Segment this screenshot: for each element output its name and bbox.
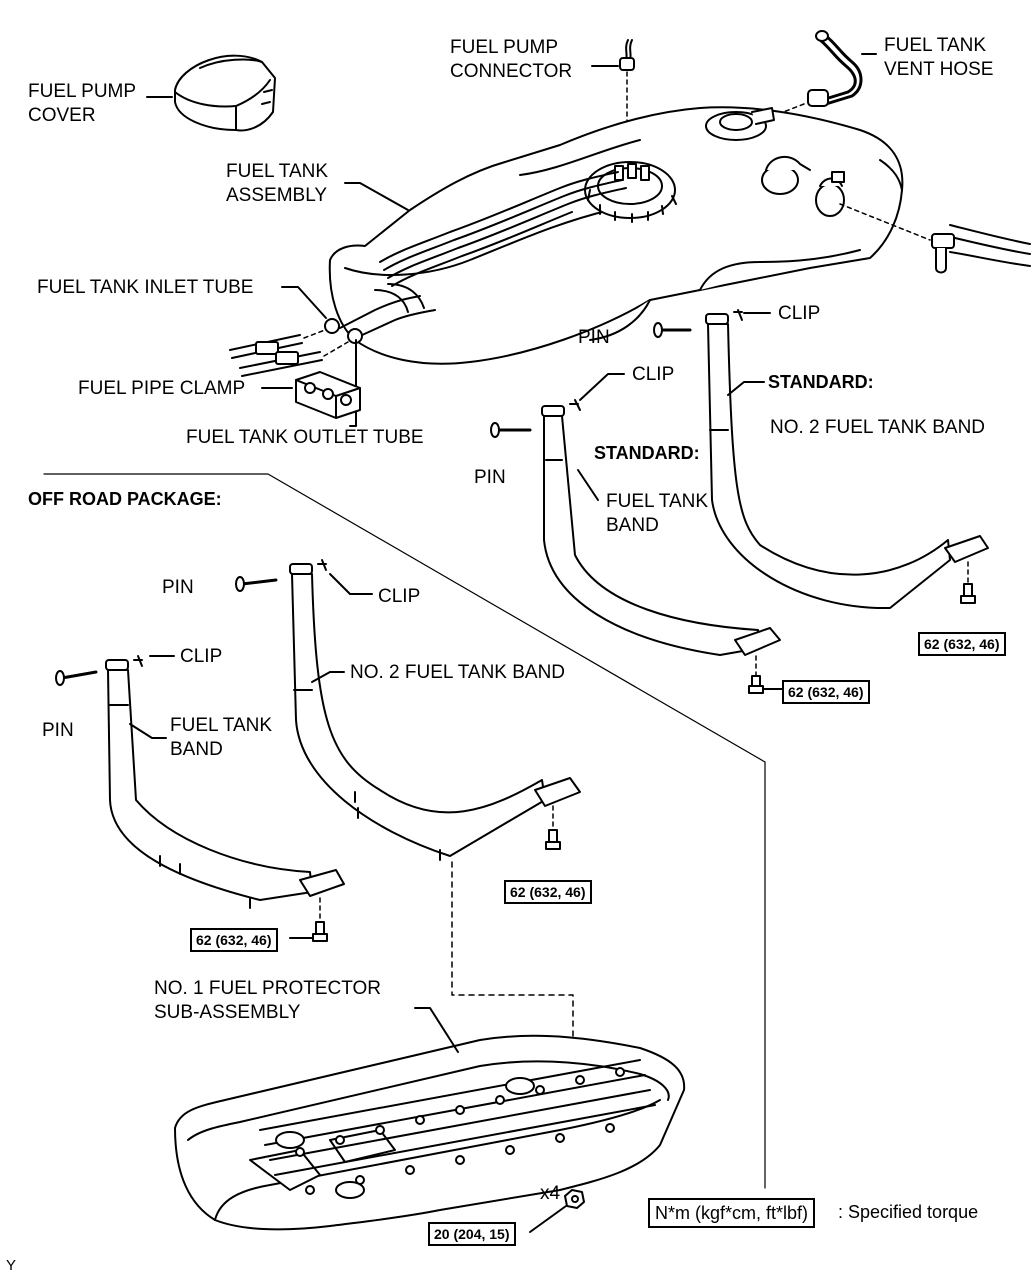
label-x4: x4: [540, 1183, 561, 1204]
torque-legend-text: : Specified torque: [838, 1202, 979, 1222]
torque-box-protector-nut: 20 (204, 15): [428, 1222, 516, 1246]
label-pin-std-left: PIN: [474, 467, 506, 488]
label-pin-off-road-right: PIN: [162, 577, 194, 598]
torque-box-off-road-right: 62 (632, 46): [504, 880, 592, 904]
label-no2-fuel-tank-band-std: NO. 2 FUEL TANK BAND: [770, 417, 986, 438]
label-clip-std-left: CLIP: [632, 364, 675, 385]
label-clip-off-road-left: CLIP: [180, 646, 223, 667]
label-clip-std-right: CLIP: [778, 303, 821, 324]
label-no2-fuel-tank-band-off-road: NO. 2 FUEL TANK BAND: [350, 662, 566, 683]
fuel-pump-cover-part: [174, 54, 276, 132]
standard-fuel-tank-band-part: [490, 399, 781, 694]
label-standard-left: STANDARD:: [594, 443, 700, 463]
label-fuel-tank-band-off-road-line2: BAND: [170, 739, 223, 760]
fuel-pipe-clamp-part: [295, 371, 361, 419]
off-road-fuel-tank-band-part: [55, 655, 345, 942]
inlet-tube-leader: [281, 286, 327, 319]
fuel-protector-part: [174, 1034, 686, 1231]
label-fuel-tank-vent-hose-line1: FUEL TANK: [884, 35, 987, 56]
clip-std-left-leader: [579, 373, 625, 401]
label-fuel-tank-band-off-road-line1: FUEL TANK: [170, 715, 273, 736]
label-fuel-pump-cover-line2: COVER: [28, 105, 96, 126]
label-fuel-pump-connector-line1: FUEL PUMP: [450, 37, 559, 58]
fuel-protector-leader: [414, 1007, 459, 1053]
label-clip-off-road-right: CLIP: [378, 586, 421, 607]
label-fuel-protector-line2: SUB-ASSEMBLY: [154, 1002, 301, 1023]
torque-box-std-left: 62 (632, 46): [782, 680, 870, 704]
torque-legend-box: N*m (kgf*cm, ft*lbf): [648, 1198, 816, 1228]
torque-box-off-road-left: 62 (632, 46): [190, 928, 278, 952]
label-standard-right: STANDARD:: [768, 372, 874, 392]
label-pin-std-right: PIN: [578, 327, 610, 348]
off-road-no2-fuel-tank-band-part: [235, 559, 581, 861]
off-road-band-leader: [129, 723, 167, 739]
label-off-road-package: OFF ROAD PACKAGE:: [28, 489, 222, 509]
label-fuel-pipe-clamp: FUEL PIPE CLAMP: [78, 378, 246, 399]
label-pin-off-road-left: PIN: [42, 720, 74, 741]
off-road-no2-leader: [311, 671, 345, 683]
protector-nut-leader: [529, 1205, 567, 1233]
label-fuel-tank-inlet-tube: FUEL TANK INLET TUBE: [37, 277, 254, 298]
outlet-tube-leader: [349, 339, 357, 427]
fuel-tank-vent-hose-part: [767, 30, 877, 119]
label-fuel-tank-outlet-tube: FUEL TANK OUTLET TUBE: [186, 427, 424, 448]
protector-nut-part: [564, 1189, 585, 1209]
off-road-divider: [43, 473, 766, 1189]
standard-no2-fuel-tank-band-part: [653, 309, 989, 610]
corner-mark: Y: [6, 1257, 17, 1274]
off-road-clip-right-leader: [329, 573, 373, 595]
inlet-outlet-tubes-part: [229, 329, 349, 377]
torque-box-std-right: 62 (632, 46): [918, 632, 1006, 656]
label-fuel-tank-band-std-line2: BAND: [606, 515, 659, 536]
no2-band-std-leader: [727, 381, 765, 396]
label-fuel-pump-cover-line1: FUEL PUMP: [28, 81, 137, 102]
label-fuel-tank-assembly-line1: FUEL TANK: [226, 161, 329, 182]
fuel-tank-band-std-leader: [577, 469, 599, 501]
label-fuel-tank-assembly-line2: ASSEMBLY: [226, 185, 328, 206]
label-fuel-pump-connector-line2: CONNECTOR: [450, 61, 573, 82]
fuel-tank-assembly-leader: [344, 182, 409, 211]
label-fuel-tank-vent-hose-line2: VENT HOSE: [884, 59, 994, 80]
label-fuel-protector-line1: NO. 1 FUEL PROTECTOR: [154, 978, 381, 999]
fuel-tank-assembly-part: [324, 106, 904, 365]
label-fuel-tank-band-std-line1: FUEL TANK: [606, 491, 709, 512]
tank-side-connector-part: [839, 203, 1031, 274]
